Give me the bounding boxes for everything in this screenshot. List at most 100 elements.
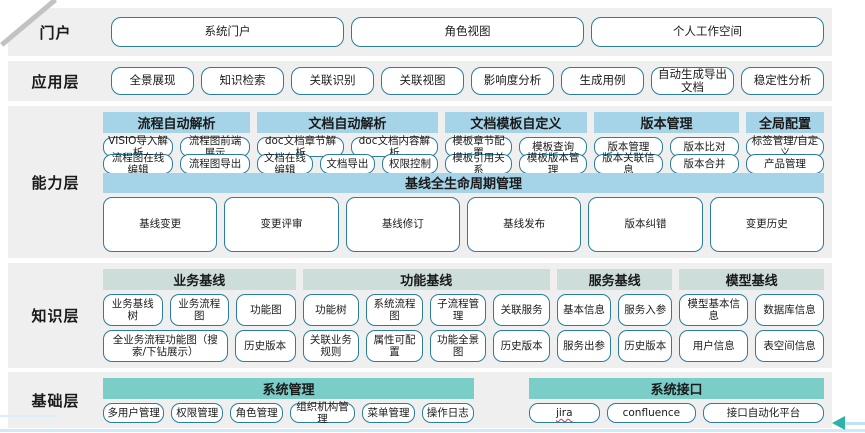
group-header: 版本管理 [593,112,740,133]
item-label: 文档导出 [326,158,369,171]
item-button: 历史版本 [618,330,673,362]
item-button: doc文档内容解析 [350,135,438,159]
layer-body-portal: 系统门户角色视图个人工作空间 [103,8,832,56]
item-button: 表空间信息 [755,330,824,362]
item-button: 数据库信息 [755,294,824,326]
item-button: 产品管理 [746,154,824,175]
arrow-line-decoration [843,422,865,425]
group-rows: jira confluence 接口自动化平台 [528,403,824,423]
item-label: 功能图 [250,303,282,316]
layer-label-application: 应用层 [31,72,80,91]
group-rows: VISIO导入解析流程图前端展示流程图在线编辑流程图导出 [103,134,251,176]
item-button: 关联业务规则 [302,330,360,362]
item-button: 历史版本 [234,330,296,362]
item-button: 模型基本信息 [679,294,749,326]
layer-label-portal: 门户 [39,23,72,42]
layer-label-knowledge: 知识层 [31,307,80,325]
item-button: 流程图导出 [180,154,251,175]
item-button: 版本纠错 [588,196,703,252]
item-label: 模板章节配置 [452,134,505,159]
item-button: 稳定性分析 [741,67,824,95]
item-label: 模板引用关系 [452,152,505,177]
item-label: 接口自动化平台 [726,406,801,419]
item-button: 模板引用关系 [444,152,513,177]
item-label: 自动生成导出文档 [658,66,727,94]
item-button: 关联服务 [493,294,550,326]
button-row: 基本信息服务入参 [556,294,673,326]
layer-portal: 门户 系统门户角色视图个人工作空间 [8,8,832,56]
group-rows: 业务基线树业务流程图功能图全业务流程功能图（搜索/下钻展示）历史版本 [103,294,296,362]
item-label: 属性可配置 [373,333,416,358]
item-label: 业务基线树 [111,297,154,322]
group-header: 业务基线 [103,269,296,290]
button-row: 标签管理/自定义 [746,135,824,159]
item-label: 组织机构管理 [296,400,349,425]
item-button: 属性可配置 [366,330,423,362]
item-label: 操作日志 [426,406,469,419]
item-button: 文档在线编辑 [257,152,313,176]
group-rows: 多用户管理权限管理角色管理组织机构管理菜单管理操作日志 [103,400,474,425]
button-row: 系统门户角色视图个人工作空间 [111,17,824,47]
item-label: 权限管理 [176,406,219,419]
item-button: 基线修订 [345,196,460,252]
group-header: 全局配置 [746,112,824,133]
item-label: 版本比对 [683,140,726,153]
item-label: jira [555,406,573,419]
item-button: 功能图 [236,294,296,326]
button-row: 模板章节配置 模板查询 [444,135,587,159]
item-label: 用户信息 [692,339,735,352]
item-button: 影响度分析 [471,67,554,95]
item-label: 模板查询 [532,140,575,153]
item-button: 标签管理/自定义 [746,135,824,159]
item-label: 角色视图 [444,24,491,39]
item-button: 全业务流程功能图（搜索/下钻展示） [103,330,228,362]
item-label: 模型基本信息 [687,297,740,322]
item-button: 用户信息 [679,330,749,362]
button-row: 功能树系统流程图子流程管理关联服务 [302,294,550,326]
item-button: 子流程管理 [429,294,487,326]
item-label: 版本关联信息 [602,152,655,177]
group: 文档模板自定义模板章节配置模板查询模板引用关系模板版本管理 [444,112,587,176]
group: 服务基线基本信息服务入参服务出参历史版本 [556,269,673,362]
button-row: 业务基线树业务流程图功能图 [103,294,296,326]
left-arrow-icon [832,416,845,430]
item-label: 系统门户 [204,24,251,39]
item-button: 关联视图 [381,67,464,95]
item-button: confluence [606,403,697,423]
item-button: 版本关联信息 [593,152,663,177]
layer-body-application: 全景展现知识检索关联识别关联视图影响度分析生成用例自动生成导出文档稳定性分析 [103,61,832,101]
item-label: 子流程管理 [437,297,480,322]
group: 系统接口 jira confluence 接口自动化平台 [528,378,824,423]
item-button: doc文档章节解析 [257,135,344,159]
item-button: 流程图在线编辑 [103,152,174,176]
item-button: 自动生成导出文档 [651,67,734,95]
item-label: 版本纠错 [624,218,667,231]
item-button: 变更评审 [224,196,339,252]
item-button: 基本信息 [556,294,612,326]
item-label: 功能全景图 [437,333,480,358]
item-label: VISIO导入解析 [108,134,168,159]
item-button: 文档导出 [319,154,376,175]
item-button: 权限控制 [382,154,438,175]
group: 业务基线业务基线树业务流程图功能图全业务流程功能图（搜索/下钻展示）历史版本 [103,269,296,362]
item-button: 角色视图 [351,17,584,47]
button-row: 多用户管理权限管理角色管理组织机构管理菜单管理操作日志 [103,400,474,425]
group-rows: 功能树系统流程图子流程管理关联服务关联业务规则属性可配置功能全景图历史版本 [302,294,550,362]
button-row: 文档在线编辑文档导出权限控制 [257,152,438,176]
group-header: 系统接口 [528,378,824,399]
item-label: 历史版本 [624,339,667,352]
item-button: 权限管理 [171,403,224,423]
item-label: 模板版本管理 [526,152,580,177]
item-label: 菜单管理 [367,406,410,419]
button-row: 关联业务规则属性可配置功能全景图历史版本 [302,330,550,362]
item-button: 系统门户 [111,17,344,47]
button-row: 流程图在线编辑流程图导出 [103,152,251,176]
item-label: 产品管理 [764,158,806,171]
